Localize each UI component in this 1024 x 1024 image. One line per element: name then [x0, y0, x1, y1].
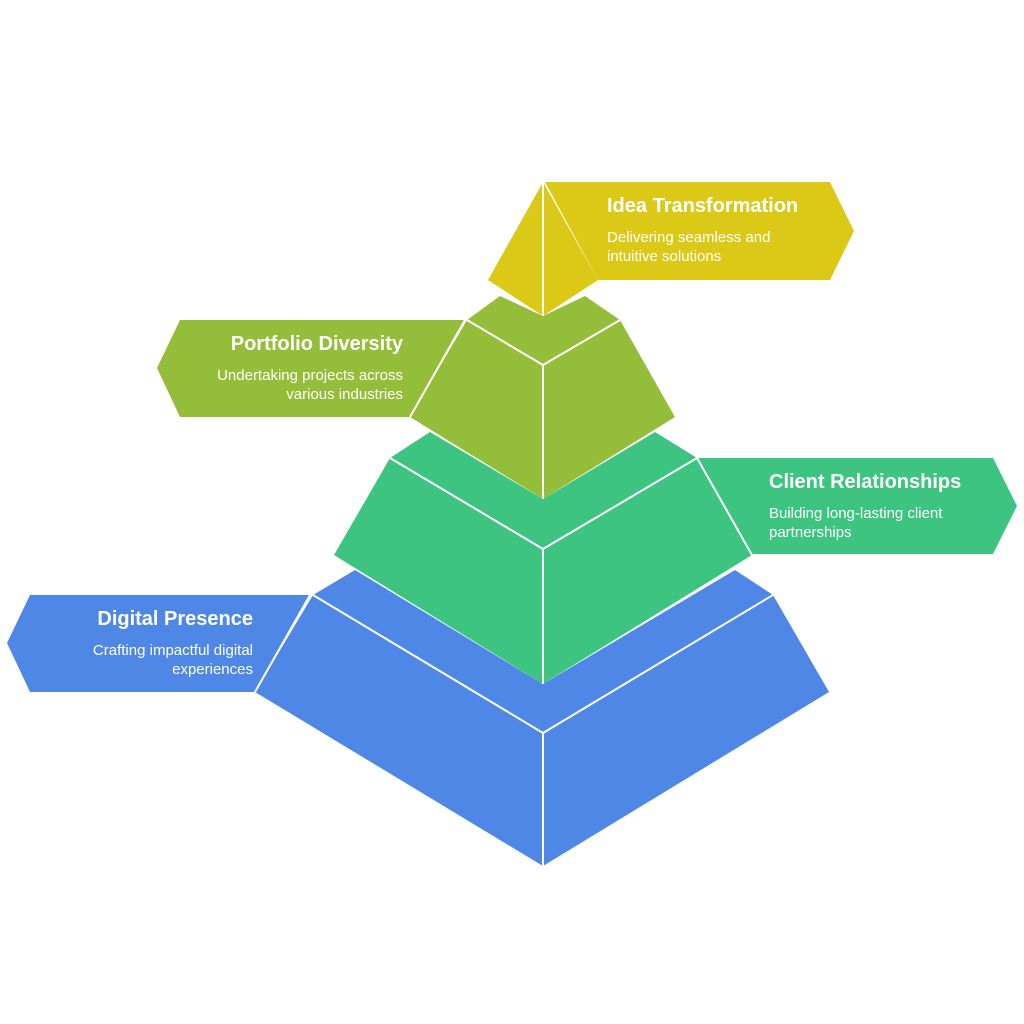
idea-transformation-banner	[545, 182, 854, 280]
client-relationships-title: Client Relationships	[769, 471, 962, 493]
level-idea-transformation	[488, 182, 854, 316]
idea-transformation-description: Delivering seamless and intuitive soluti…	[607, 229, 771, 265]
digital-presence-right-face	[543, 595, 829, 866]
client-relationships-left-face	[334, 458, 543, 684]
portfolio-diversity-banner	[157, 320, 465, 417]
client-relationships-right-face	[543, 458, 752, 684]
digital-presence-label: Digital Presence Crafting impactful digi…	[43, 607, 253, 679]
digital-presence-back-face	[313, 570, 773, 733]
idea-transformation-right-face	[543, 182, 598, 316]
idea-transformation-label: Idea Transformation Delivering seamless …	[607, 194, 837, 266]
portfolio-diversity-description: Undertaking projects across various indu…	[217, 367, 403, 403]
client-relationships-label: Client Relationships Building long-lasti…	[769, 470, 1004, 542]
digital-presence-description: Crafting impactful digital experiences	[92, 642, 253, 678]
client-relationships-back-face	[390, 432, 697, 549]
idea-transformation-title: Idea Transformation	[607, 195, 799, 217]
level-digital-presence	[7, 570, 829, 866]
portfolio-diversity-title: Portfolio Diversity	[230, 333, 403, 355]
portfolio-diversity-label: Portfolio Diversity Undertaking projects…	[183, 332, 403, 404]
digital-presence-title: Digital Presence	[97, 608, 253, 630]
level-client-relationships	[334, 432, 1017, 684]
idea-transformation-left-face	[488, 182, 543, 316]
digital-presence-left-face	[255, 595, 543, 866]
portfolio-diversity-right-face	[543, 320, 675, 499]
client-relationships-banner	[697, 458, 1017, 554]
portfolio-diversity-left-face	[410, 320, 543, 499]
digital-presence-banner	[7, 595, 310, 692]
portfolio-diversity-back-face	[467, 296, 620, 365]
level-portfolio-diversity	[157, 296, 675, 499]
client-relationships-description: Building long-lasting client partnership…	[769, 505, 943, 541]
